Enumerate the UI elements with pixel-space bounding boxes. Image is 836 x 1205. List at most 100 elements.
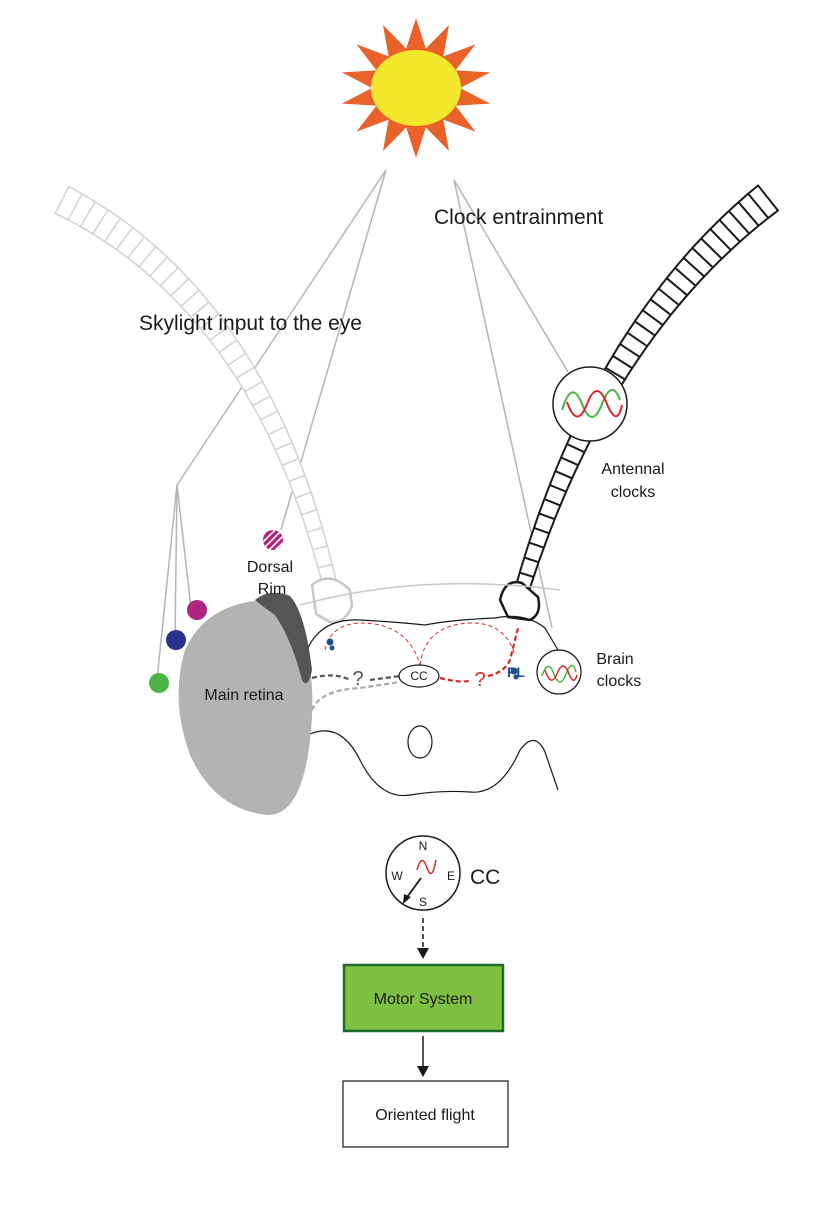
antenna-segment — [533, 526, 550, 535]
brain-esophageal-foramen — [407, 725, 433, 759]
compass-west: W — [391, 869, 403, 883]
compass-east: E — [447, 869, 455, 883]
antenna-segment — [159, 267, 179, 287]
antenna-segment — [747, 193, 769, 219]
antennal-clock-icon — [552, 366, 628, 442]
cc-compass-label: CC — [470, 866, 500, 889]
antenna-segment — [612, 355, 633, 369]
antenna-segment — [252, 395, 271, 407]
photoreceptor-green-dot — [149, 673, 169, 693]
antenna-segment — [728, 210, 750, 235]
antenna-segment — [543, 498, 561, 507]
compass-south: S — [419, 895, 427, 909]
eye — [178, 592, 313, 815]
antenna-segment — [200, 313, 220, 330]
antenna-segment — [709, 228, 732, 251]
antenna-segment — [67, 193, 83, 221]
question-mark-left: ? — [352, 668, 363, 690]
antenna-segment — [523, 556, 539, 564]
antenna-segment — [700, 237, 723, 260]
antenna-segment — [274, 441, 293, 451]
antenna-segment — [227, 352, 247, 366]
antenna-segment — [190, 301, 210, 318]
clock-entrainment-label: Clock entrainment — [434, 206, 603, 229]
pl-neuron-left — [326, 638, 335, 651]
dorsal-rim-label-1: Dorsal — [247, 559, 293, 576]
left-antenna — [54, 185, 354, 624]
compass-north: N — [419, 839, 428, 853]
neural-pathways — [310, 627, 520, 711]
photoreceptor-magenta-dot — [187, 600, 207, 620]
antenna-segment — [642, 309, 664, 326]
antenna-segment — [244, 380, 263, 393]
brain-clocks-label-1: Brain — [596, 651, 633, 668]
photoreceptor-blue-dot — [166, 630, 186, 650]
question-mark-right: ? — [474, 669, 485, 691]
antenna-segment — [318, 563, 333, 569]
antenna-segment — [657, 287, 680, 306]
antenna-segment — [691, 247, 714, 269]
dorsal-rim-striped-dot — [263, 530, 283, 550]
oriented-flight-label: Oriented flight — [375, 1107, 475, 1124]
oriented-flight-box — [342, 1080, 509, 1148]
antenna-segment — [554, 470, 573, 480]
main-retina-label: Main retina — [204, 687, 283, 704]
cc-label-small: CC — [410, 669, 428, 683]
brain-clocks-label-2: clocks — [597, 673, 641, 690]
antenna-segment — [218, 339, 238, 354]
antenna-segment — [115, 227, 134, 250]
antenna-segment — [560, 456, 579, 467]
antenna-segment — [307, 526, 323, 533]
right-antenna — [498, 184, 780, 622]
antenna-segment — [626, 331, 648, 348]
skylight-input-label: Skylight input to the eye — [139, 312, 362, 335]
pl-label: PL — [507, 664, 525, 680]
antenna-segment — [281, 458, 299, 467]
brain-clock-icon — [536, 649, 582, 695]
antennal-clocks-label-2: clocks — [611, 484, 655, 501]
motor-system-box — [342, 963, 505, 1033]
antenna-segment — [260, 410, 279, 421]
antenna-segment — [138, 246, 157, 268]
sun-core — [371, 50, 461, 126]
dorsal-rim-shape — [255, 592, 312, 684]
antenna-segment — [605, 366, 626, 381]
dorsal-rim-label-2: Rim — [258, 581, 286, 598]
antenna-segment — [682, 257, 705, 278]
antenna-segment — [528, 541, 545, 549]
antenna-segment — [103, 218, 122, 242]
main-retina-shape — [178, 600, 313, 815]
antenna-segment — [301, 508, 317, 516]
cc-oval — [398, 664, 440, 688]
antenna-segment — [79, 201, 96, 227]
antenna-segment — [649, 298, 672, 316]
antenna-segment — [634, 320, 656, 337]
pl-neuron-right — [510, 667, 519, 680]
antenna-segment — [538, 512, 556, 521]
antenna-segment — [170, 278, 190, 297]
arrow-compass-to-motor — [417, 918, 429, 959]
antenna-segment — [666, 277, 688, 297]
antenna-segment — [619, 343, 641, 358]
antenna-segment — [566, 443, 585, 454]
antenna-segment — [288, 474, 306, 483]
motor-system-label: Motor System — [374, 991, 473, 1008]
brain-outline — [299, 582, 561, 797]
antenna-segment — [737, 201, 760, 227]
antenna-segment — [236, 366, 255, 379]
compass-icon — [385, 835, 461, 911]
antenna-segment — [674, 267, 697, 287]
antenna-segment — [718, 219, 741, 243]
antenna-segment — [549, 484, 567, 493]
arrow-motor-to-flight — [417, 1036, 429, 1077]
antenna-segment — [312, 544, 328, 551]
antenna-segment — [92, 209, 109, 235]
antenna-segment — [267, 425, 286, 436]
antenna-segment — [180, 289, 200, 307]
antenna-segment — [149, 256, 168, 277]
sun-icon — [341, 18, 491, 158]
antenna-segment — [209, 326, 229, 341]
antenna-segment — [127, 236, 145, 259]
